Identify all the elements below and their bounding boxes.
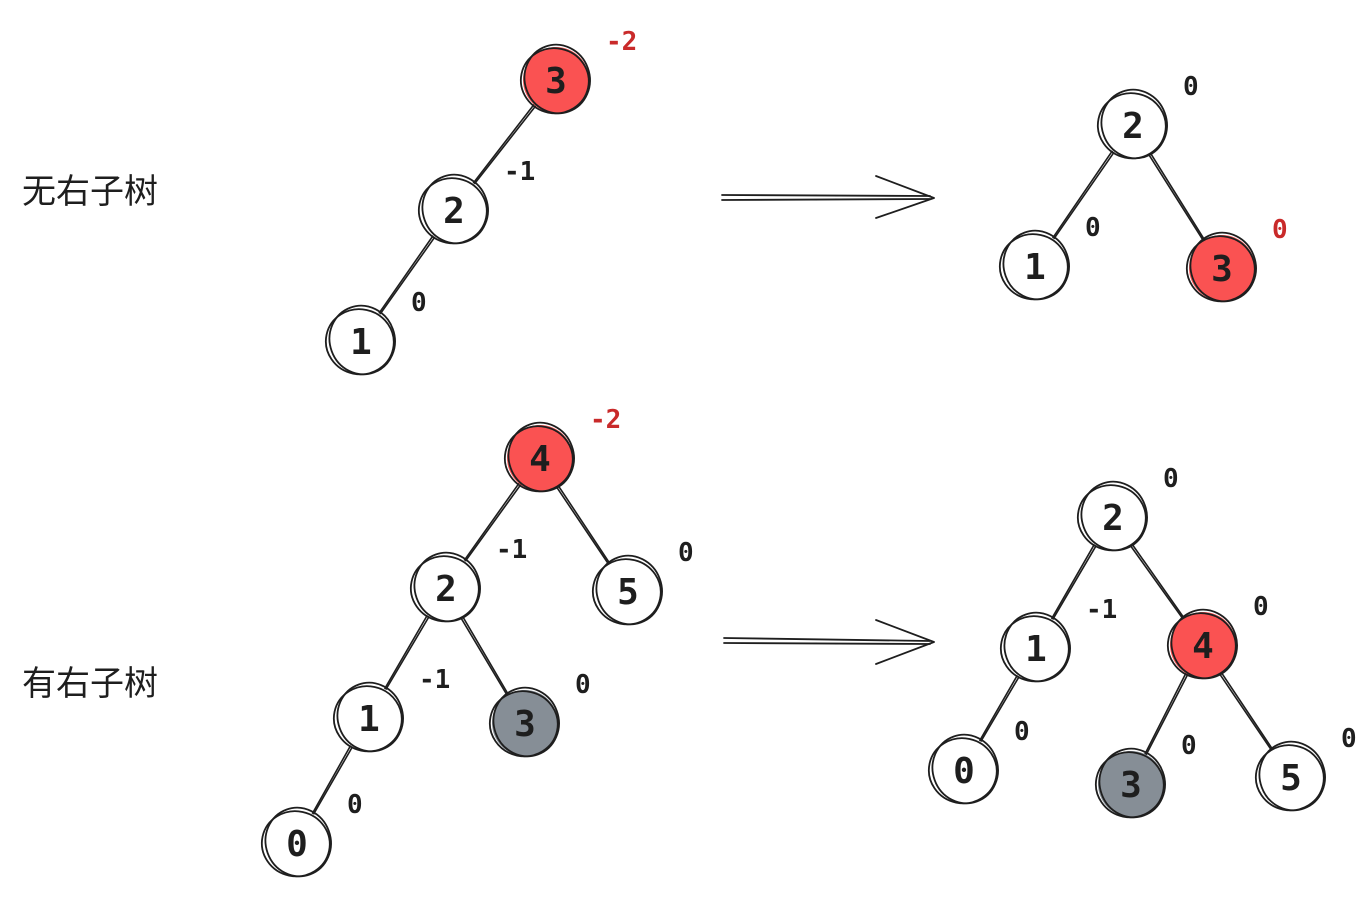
node-has-right-after-3: 30 <box>1094 731 1197 819</box>
rotation-arrow-bottom <box>723 619 935 665</box>
node-label: 2 <box>1122 106 1144 147</box>
balance-factor: 0 <box>1253 592 1269 622</box>
edge-n2-n1 <box>383 614 430 691</box>
node-label: 4 <box>1192 626 1214 667</box>
node-label: 0 <box>953 751 975 792</box>
node-has-right-after-1: 1 -1 <box>999 595 1117 683</box>
edge-n3-n2 <box>472 103 537 185</box>
node-label: 1 <box>350 322 372 363</box>
node-label: 1 <box>1025 629 1047 670</box>
balance-factor: 0 <box>411 288 427 318</box>
edge-n2-n3 <box>459 615 510 697</box>
node-label: 3 <box>1211 249 1233 290</box>
edge-n1-n0 <box>311 744 354 816</box>
balance-factor: 0 <box>575 670 591 700</box>
node-label: 3 <box>545 61 567 102</box>
node-no-right-before-3: 3 -2 <box>519 27 637 115</box>
edge-n4-n5 <box>1218 671 1274 752</box>
balance-factor: 0 <box>1181 731 1197 761</box>
balance-factor: 0 <box>1163 464 1179 494</box>
node-no-right-after-1: 10 <box>998 213 1101 301</box>
balance-factor: 0 <box>1341 724 1357 754</box>
nodes-layer: 3-22-1102010304-22-1501-13000201-1400030… <box>260 27 1357 878</box>
edge-n2-n1 <box>1050 543 1098 621</box>
edge-n4-n5 <box>555 484 611 566</box>
node-label: 2 <box>435 569 457 610</box>
node-has-right-before-5: 50 <box>591 538 694 626</box>
node-label: 4 <box>529 439 551 480</box>
balance-factor: 0 <box>678 538 694 568</box>
balance-factor: -2 <box>590 405 621 435</box>
node-has-right-before-4: 4 -2 <box>503 405 621 493</box>
node-has-right-before-2: 2 -1 <box>409 535 527 623</box>
node-label: 2 <box>443 191 465 232</box>
node-no-right-before-1: 10 <box>324 288 427 376</box>
balance-factor: -1 <box>496 535 527 565</box>
node-has-right-after-2: 20 <box>1076 464 1179 552</box>
balance-factor: -1 <box>419 665 450 695</box>
tree-no-right-before: 3-22-110 <box>324 27 637 376</box>
node-label: 1 <box>358 699 380 740</box>
edge-n4-n3 <box>1144 672 1189 756</box>
edge-n4-n2 <box>463 482 522 563</box>
node-label: 5 <box>617 572 639 613</box>
node-has-right-before-3: 30 <box>488 670 591 758</box>
rotation-arrow-top <box>721 175 935 219</box>
balance-factor: 0 <box>1272 215 1288 245</box>
node-has-right-after-5: 50 <box>1254 724 1357 812</box>
node-label: 1 <box>1024 247 1046 288</box>
node-no-right-after-2: 20 <box>1096 72 1199 160</box>
node-label: 2 <box>1102 498 1124 539</box>
edges-layer <box>311 103 1274 816</box>
node-has-right-before-1: 1 -1 <box>332 665 450 753</box>
balance-factor: 0 <box>347 790 363 820</box>
balance-factor: 0 <box>1014 717 1030 747</box>
balance-factor: 0 <box>1183 72 1199 102</box>
node-has-right-before-0: 00 <box>260 790 363 878</box>
node-label: 3 <box>514 704 536 745</box>
node-label: 5 <box>1280 758 1302 799</box>
node-has-right-after-4: 40 <box>1166 592 1269 680</box>
label-no-right-subtree: 无右子树 <box>22 172 158 212</box>
balance-factor: -1 <box>504 157 535 187</box>
edge-n2-n1 <box>1051 150 1115 240</box>
edge-n2-n1 <box>378 234 436 315</box>
balance-factor: -1 <box>1086 595 1117 625</box>
balance-factor: 0 <box>1085 213 1101 243</box>
balance-factor: -2 <box>606 27 637 57</box>
label-has-right-subtree: 有右子树 <box>22 664 158 704</box>
node-no-right-before-2: 2 -1 <box>417 157 535 245</box>
edge-n1-n0 <box>978 674 1021 743</box>
node-has-right-after-0: 00 <box>927 717 1030 805</box>
node-no-right-after-3: 30 <box>1185 215 1288 303</box>
edge-n2-n4 <box>1129 543 1185 620</box>
node-label: 0 <box>286 824 308 865</box>
edge-n2-n3 <box>1147 152 1206 242</box>
node-label: 3 <box>1120 765 1142 806</box>
